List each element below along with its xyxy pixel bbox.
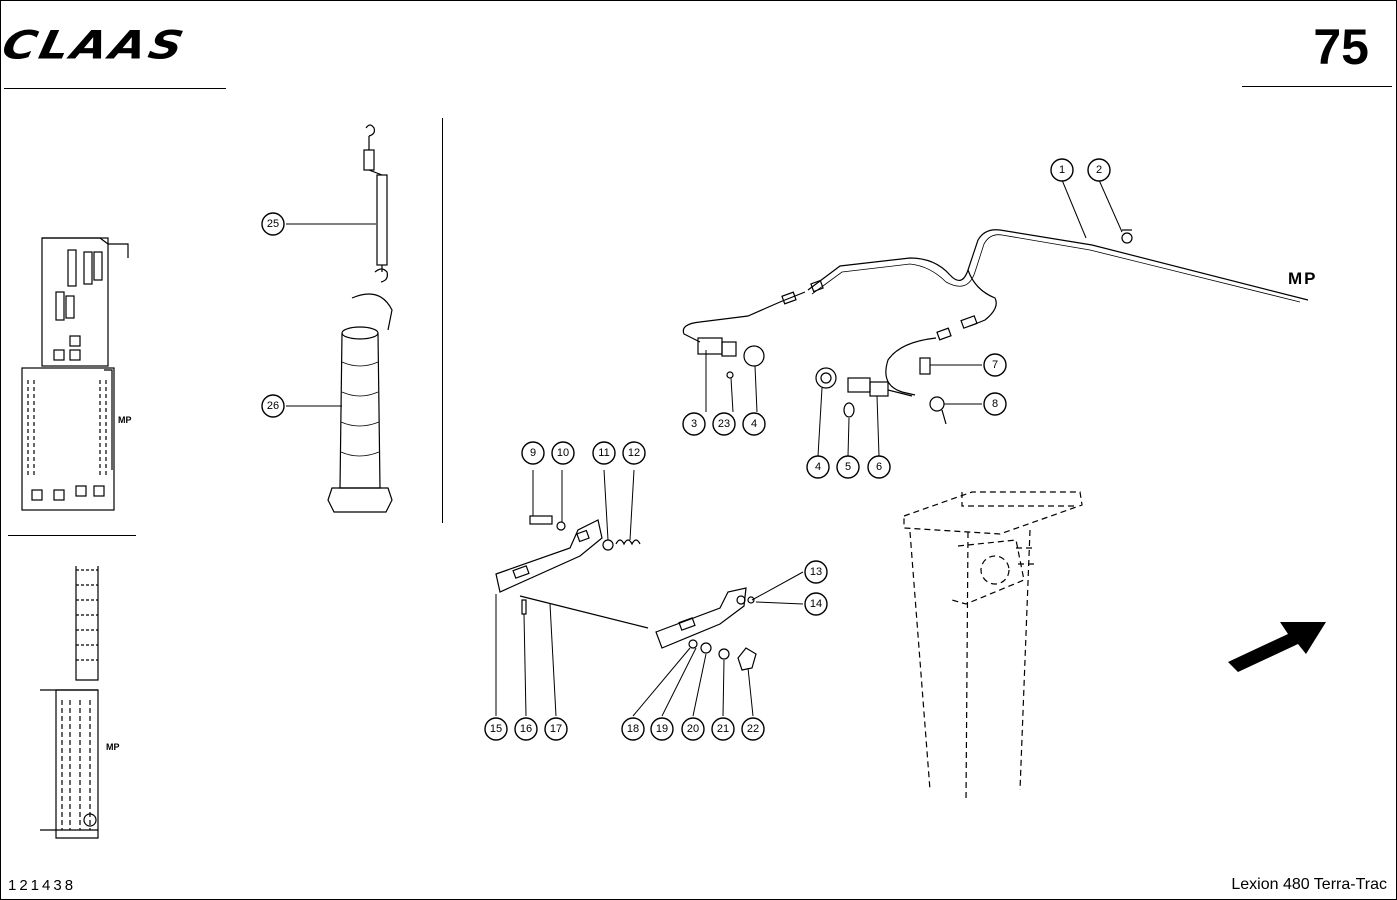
callout-21: 21 <box>711 717 735 741</box>
test-pipe <box>327 293 393 513</box>
document-number: 121438 <box>8 877 77 894</box>
callout-13: 13 <box>804 560 828 584</box>
connector-left <box>697 337 765 379</box>
svg-text:18: 18 <box>627 723 639 735</box>
bracket-assembly <box>495 515 757 671</box>
header-rule-right <box>1242 86 1392 87</box>
svg-text:11: 11 <box>598 447 609 459</box>
svg-text:10: 10 <box>557 447 569 459</box>
clips <box>919 357 947 425</box>
svg-text:21: 21 <box>717 723 729 735</box>
svg-text:22: 22 <box>747 723 759 735</box>
callout-14: 14 <box>804 592 828 616</box>
svg-text:12: 12 <box>628 447 640 459</box>
callout-5: 5 <box>836 455 860 479</box>
svg-text:4: 4 <box>751 418 757 430</box>
svg-text:8: 8 <box>992 398 998 410</box>
svg-text:4: 4 <box>815 461 821 473</box>
overview-top-machine <box>21 237 129 511</box>
svg-text:20: 20 <box>687 723 699 735</box>
svg-text:7: 7 <box>992 359 998 371</box>
direction-arrow-icon <box>1228 622 1326 672</box>
callout-23: 23 <box>712 412 736 436</box>
divider-overview <box>8 535 136 536</box>
callout-9: 9 <box>521 441 545 465</box>
svg-text:3: 3 <box>691 418 697 430</box>
callout-4a: 4 <box>742 412 766 436</box>
svg-text:25: 25 <box>267 218 279 230</box>
svg-text:5: 5 <box>845 461 851 473</box>
callout-10: 10 <box>551 441 575 465</box>
svg-text:6: 6 <box>876 461 882 473</box>
svg-text:16: 16 <box>520 723 532 735</box>
callout-20: 20 <box>681 717 705 741</box>
callout-12: 12 <box>622 441 646 465</box>
divider-vertical <box>442 118 443 523</box>
svg-text:9: 9 <box>530 447 536 459</box>
svg-text:14: 14 <box>810 598 822 610</box>
tank-outline <box>903 491 1083 801</box>
svg-text:13: 13 <box>810 566 822 578</box>
callout-18: 18 <box>621 717 645 741</box>
svg-text:1: 1 <box>1059 164 1065 176</box>
svg-text:17: 17 <box>550 723 562 735</box>
svg-text:2: 2 <box>1096 164 1102 176</box>
callout-11: 11 <box>592 441 616 465</box>
overview-bottom-label-mp: MP <box>106 742 120 752</box>
overview-top-label-mp: MP <box>118 415 132 425</box>
callout-7: 7 <box>983 353 1007 377</box>
callout-26: 26 <box>261 394 285 418</box>
callout-3: 3 <box>682 412 706 436</box>
callout-16: 16 <box>514 717 538 741</box>
connector-right <box>815 367 913 418</box>
callout-8: 8 <box>983 392 1007 416</box>
position-label-mp: MP <box>1288 269 1318 288</box>
header-rule-left <box>4 88 226 89</box>
svg-text:26: 26 <box>267 400 279 412</box>
svg-text:15: 15 <box>490 723 502 735</box>
model-name: Lexion 480 Terra-Trac <box>1231 876 1387 893</box>
callout-22: 22 <box>741 717 765 741</box>
callout-25: 25 <box>261 212 285 236</box>
callout-4b: 4 <box>806 455 830 479</box>
callout-19: 19 <box>650 717 674 741</box>
page-number: 75 <box>1313 19 1369 75</box>
overview-bottom-machine <box>40 566 99 839</box>
svg-text:23: 23 <box>718 418 730 430</box>
measuring-line <box>682 229 1309 396</box>
leader-lines <box>286 179 1123 717</box>
spring-balance <box>363 124 388 283</box>
svg-text:19: 19 <box>656 723 668 735</box>
callout-6: 6 <box>867 455 891 479</box>
callout-15: 15 <box>484 717 508 741</box>
callout-1: 1 <box>1050 158 1074 182</box>
callout-2: 2 <box>1087 158 1111 182</box>
callout-17: 17 <box>544 717 568 741</box>
